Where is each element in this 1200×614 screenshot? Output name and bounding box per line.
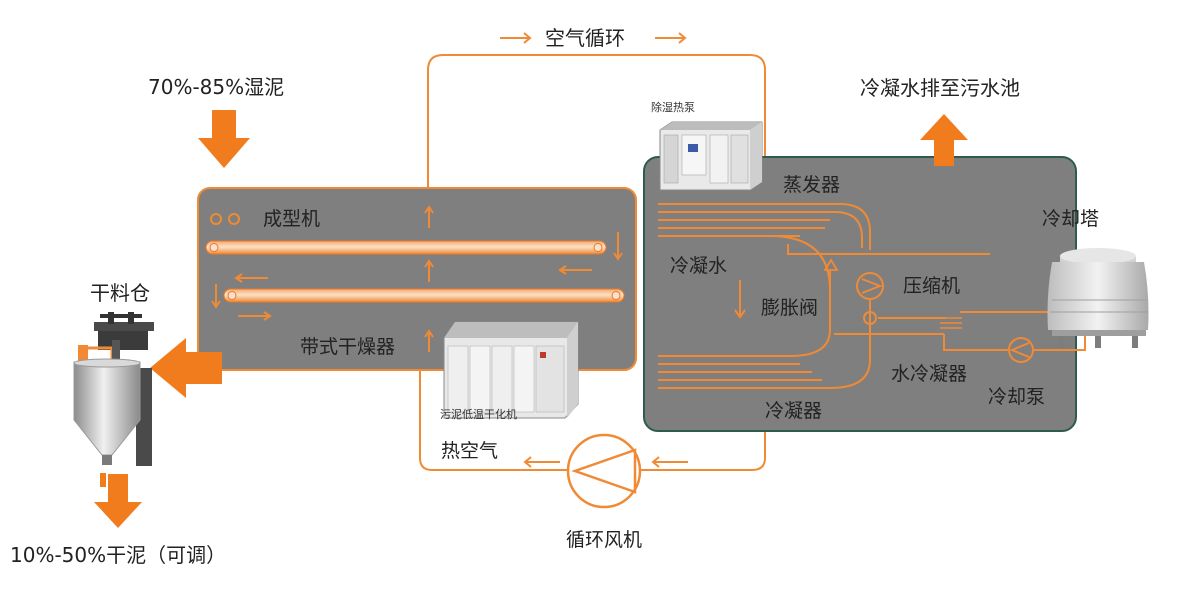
condenser-label: 冷凝器	[765, 400, 823, 422]
dryer-machine-label: 污泥低温干化机	[440, 408, 517, 421]
air-cycle-loop	[419, 54, 766, 471]
conveyor-belt-lower	[223, 288, 625, 303]
condenser-coil	[658, 320, 871, 389]
cooling-tower-label: 冷却塔	[1042, 208, 1100, 230]
cooling-pump-label: 冷却泵	[988, 386, 1046, 408]
circulation-fan-symbol	[566, 433, 642, 509]
dry-output-arrow	[150, 338, 222, 398]
water-condenser-exchanger	[940, 317, 962, 329]
hot-air-label: 热空气	[441, 440, 499, 462]
belt-dryer-label: 带式干燥器	[300, 336, 396, 358]
evaporator-label: 蒸发器	[783, 174, 841, 196]
condensate-drain-label: 冷凝水排至污水池	[860, 76, 1020, 100]
wet-sludge-arrow	[198, 110, 250, 168]
expansion-valve-symbol	[823, 258, 839, 271]
air-cycle-label: 空气循环	[545, 26, 625, 50]
sludge-dryer-machine	[443, 321, 579, 419]
compressor-symbol	[856, 272, 884, 300]
dry-sludge-label: 10%-50%干泥（可调）	[10, 543, 227, 567]
dry-bin-outlet-tick	[100, 473, 106, 487]
dry-bin-label: 干料仓	[90, 281, 150, 305]
water-condenser-label: 水冷凝器	[891, 363, 968, 385]
dry-bin-silo	[73, 312, 154, 466]
cooling-tower	[1047, 248, 1149, 348]
cooling-pump-symbol	[1008, 337, 1034, 363]
conveyor-belt-upper	[205, 240, 607, 255]
dehumid-heat-pump-unit	[659, 121, 763, 191]
condensate-water-label: 冷凝水	[670, 255, 728, 277]
wet-sludge-label: 70%-85%湿泥	[148, 75, 285, 99]
valve-node	[863, 311, 877, 325]
circulation-fan-label: 循环风机	[566, 529, 643, 551]
dehumid-pump-label: 除湿热泵	[651, 101, 695, 114]
expansion-valve-label: 膨胀阀	[761, 297, 819, 319]
compressor-label: 压缩机	[903, 275, 961, 297]
dry-sludge-arrow	[94, 474, 142, 528]
air-cycle-arrows	[500, 32, 688, 468]
condensate-drain-arrow	[920, 114, 968, 166]
refrigerant-piping	[734, 235, 1086, 351]
former-label: 成型机	[263, 208, 321, 230]
